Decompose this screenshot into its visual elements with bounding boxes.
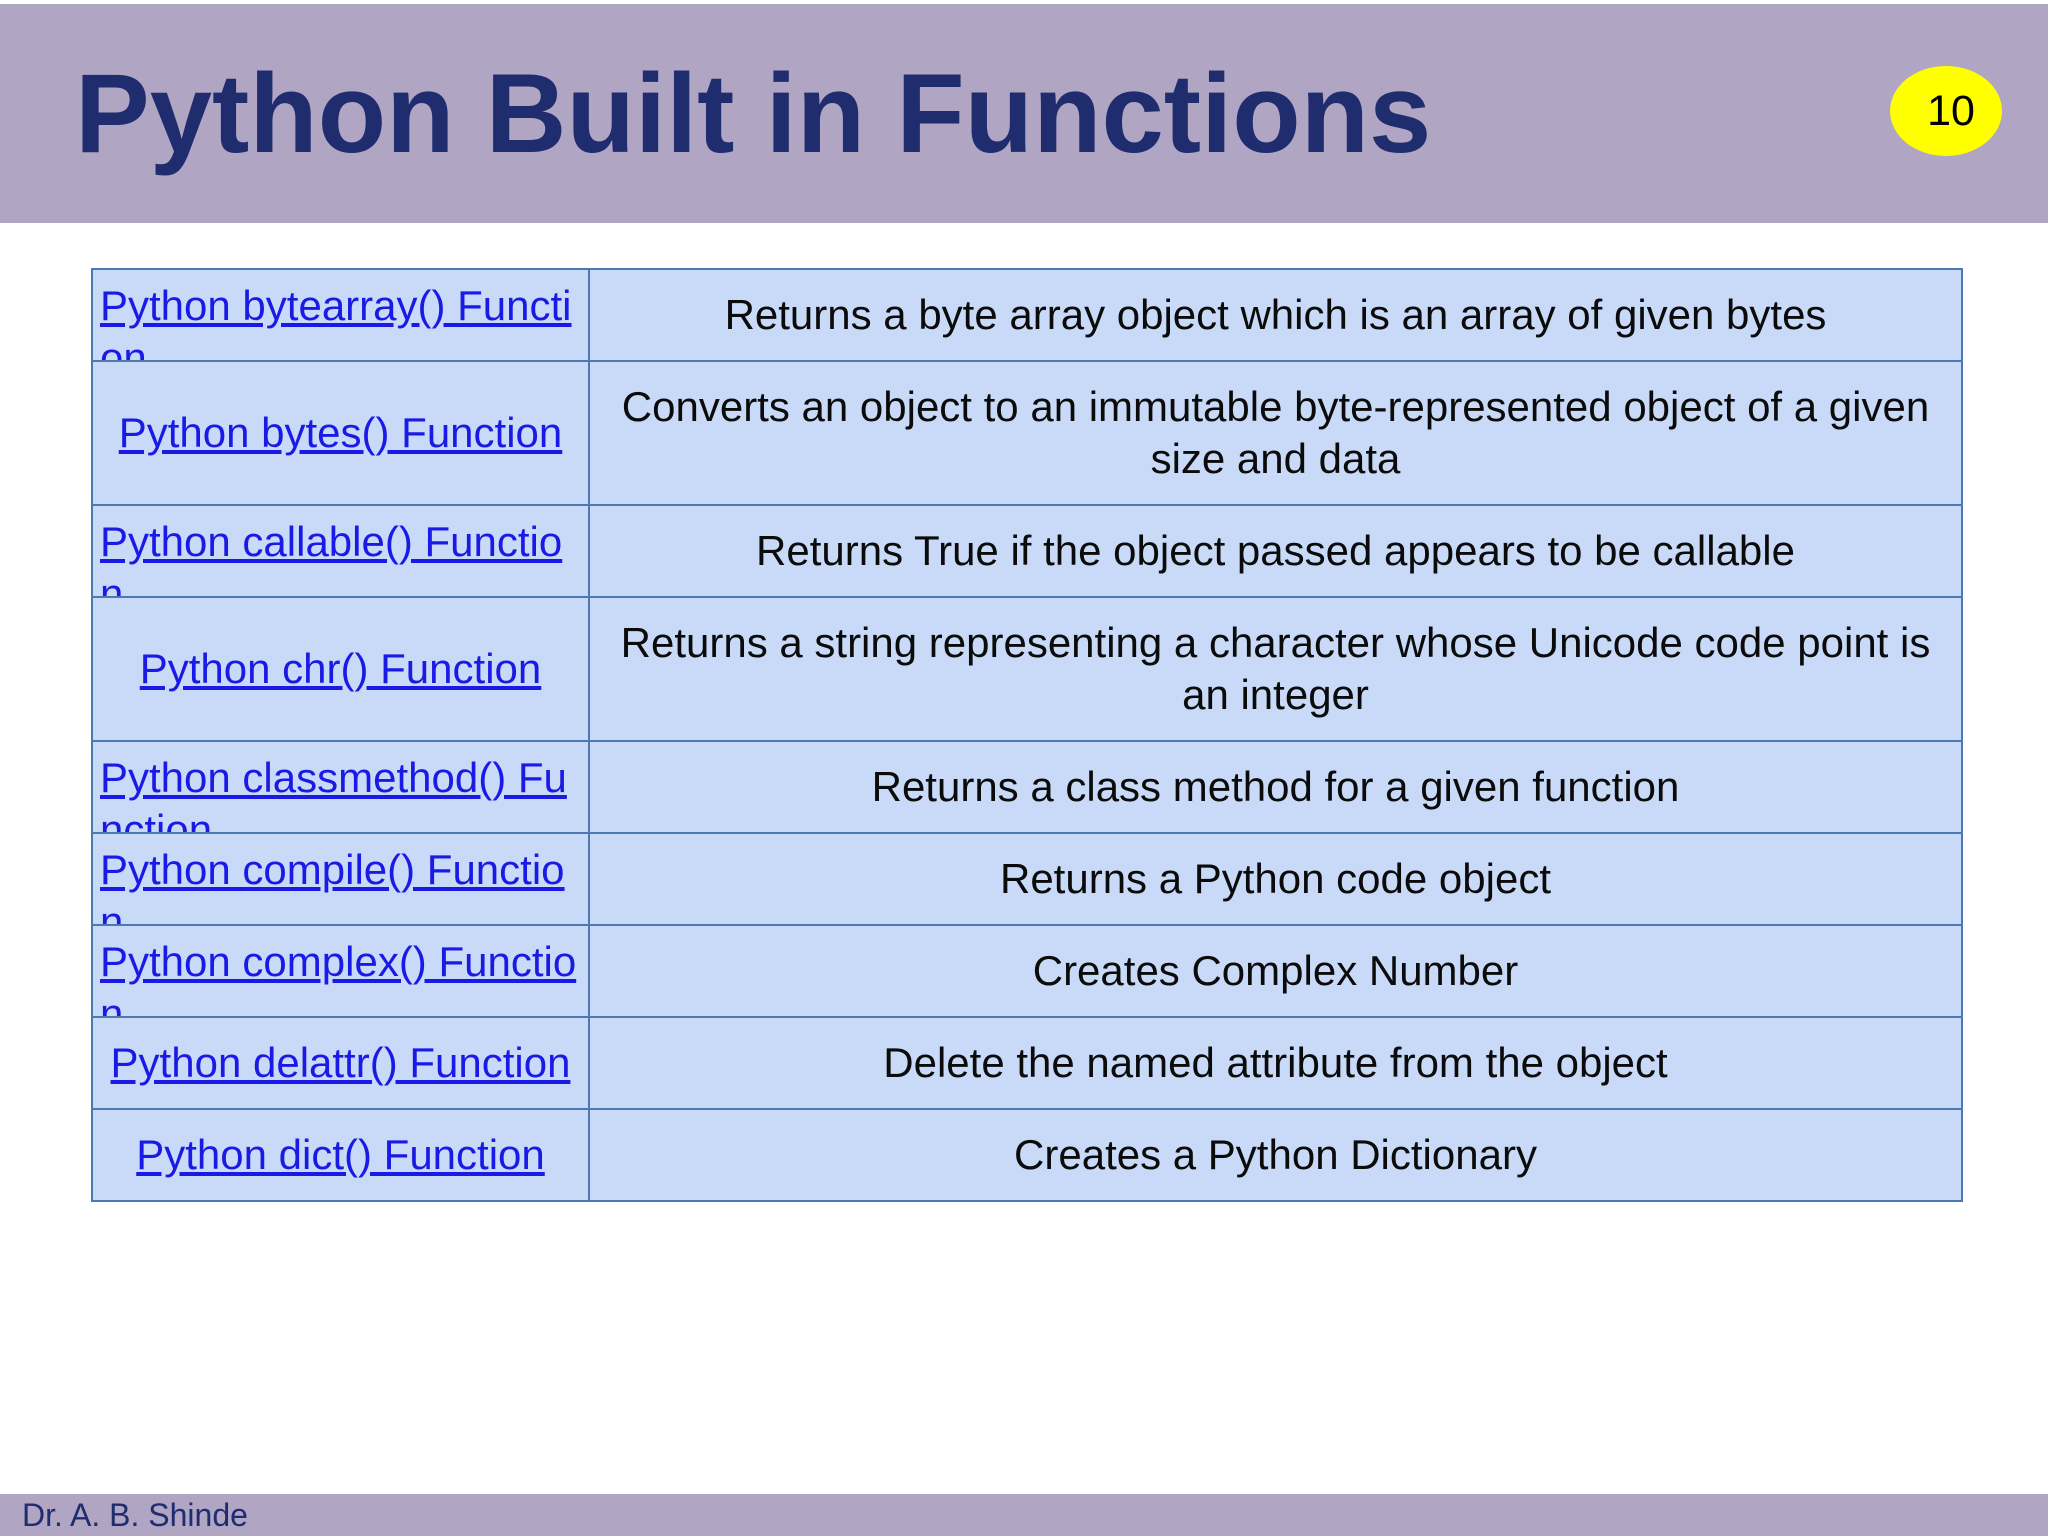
table-row: Python classmethod() Function Returns a … — [91, 740, 1963, 834]
function-link[interactable]: Python complex() Function — [100, 938, 577, 1016]
description-cell: Returns a Python code object — [588, 832, 1963, 926]
table-row: Python compile() Function Returns a Pyth… — [91, 832, 1963, 926]
description-cell: Creates a Python Dictionary — [588, 1108, 1963, 1202]
function-cell: Python chr() Function — [91, 596, 590, 742]
function-link[interactable]: Python chr() Function — [139, 645, 542, 692]
function-cell: Python bytearray() Function — [91, 268, 590, 362]
description-cell: Converts an object to an immutable byte-… — [588, 360, 1963, 506]
function-link[interactable]: Python delattr() Function — [110, 1039, 571, 1086]
function-link[interactable]: Python dict() Function — [136, 1131, 545, 1178]
function-cell-content: Python chr() Function — [93, 598, 588, 740]
description-cell: Returns a byte array object which is an … — [588, 268, 1963, 362]
title-bar: Python Built in Functions — [0, 4, 2048, 223]
function-link[interactable]: Python compile() Function — [100, 846, 565, 924]
function-cell-content: Python bytes() Function — [93, 362, 588, 504]
function-cell-content: Python dict() Function — [93, 1110, 588, 1200]
function-cell: Python complex() Function — [91, 924, 590, 1018]
description-cell: Delete the named attribute from the obje… — [588, 1016, 1963, 1110]
function-cell: Python bytes() Function — [91, 360, 590, 506]
function-link[interactable]: Python bytearray() Function — [100, 282, 572, 360]
table-row: Python delattr() Function Delete the nam… — [91, 1016, 1963, 1110]
function-cell: Python dict() Function — [91, 1108, 590, 1202]
description-cell: Creates Complex Number — [588, 924, 1963, 1018]
function-link[interactable]: Python classmethod() Function — [100, 754, 567, 832]
function-cell-content: Python complex() Function — [93, 926, 588, 1016]
function-link[interactable]: Python bytes() Function — [118, 409, 563, 456]
footer-author: Dr. A. B. Shinde — [22, 1496, 248, 1533]
function-cell-content: Python delattr() Function — [93, 1018, 588, 1108]
function-cell: Python compile() Function — [91, 832, 590, 926]
function-cell-content: Python callable() Function — [93, 506, 588, 596]
functions-table: Python bytearray() Function Returns a by… — [91, 268, 1963, 1202]
function-cell: Python classmethod() Function — [91, 740, 590, 834]
page-title: Python Built in Functions — [75, 51, 1432, 176]
table-row: Python bytearray() Function Returns a by… — [91, 268, 1963, 362]
function-cell-content: Python classmethod() Function — [93, 742, 588, 832]
table-row: Python callable() Function Returns True … — [91, 504, 1963, 598]
description-cell: Returns True if the object passed appear… — [588, 504, 1963, 598]
table-row: Python bytes() Function Converts an obje… — [91, 360, 1963, 506]
page-number-badge: 10 — [1890, 66, 2002, 156]
function-cell-content: Python bytearray() Function — [93, 270, 588, 360]
table-row: Python dict() Function Creates a Python … — [91, 1108, 1963, 1202]
description-cell: Returns a string representing a characte… — [588, 596, 1963, 742]
page-number: 10 — [1927, 86, 1975, 135]
function-cell: Python callable() Function — [91, 504, 590, 598]
function-cell-content: Python compile() Function — [93, 834, 588, 924]
footer-bar: Dr. A. B. Shinde — [0, 1494, 2048, 1536]
function-cell: Python delattr() Function — [91, 1016, 590, 1110]
description-cell: Returns a class method for a given funct… — [588, 740, 1963, 834]
table-row: Python chr() Function Returns a string r… — [91, 596, 1963, 742]
table-row: Python complex() Function Creates Comple… — [91, 924, 1963, 1018]
function-link[interactable]: Python callable() Function — [100, 518, 563, 596]
functions-table-body: Python bytearray() Function Returns a by… — [91, 268, 1963, 1202]
